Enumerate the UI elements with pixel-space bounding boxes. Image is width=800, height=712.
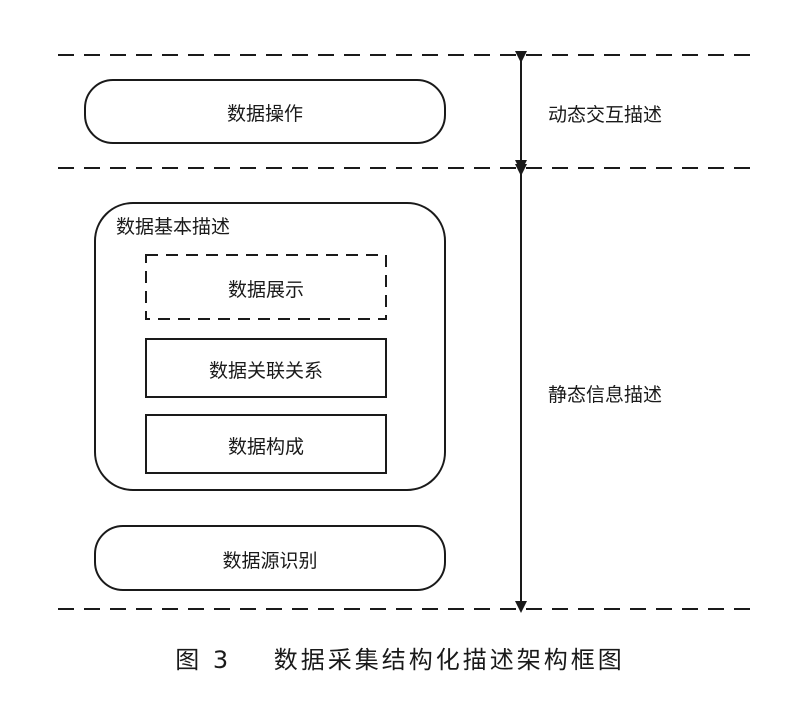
dynamic-interaction-description-label: 动态交互描述	[548, 104, 663, 126]
data-display-box	[145, 254, 387, 320]
data-operation-box	[84, 79, 446, 144]
data-source-identification-label: 数据源识别	[222, 550, 318, 572]
data-display-label: 数据展示	[227, 279, 304, 301]
data-relation-label: 数据关联关系	[208, 360, 323, 382]
data-basic-description-label: 数据基本描述	[116, 216, 231, 238]
data-source-identification-box	[94, 525, 446, 591]
figure-caption: 图 3 数据采集结构化描述架构框图	[0, 640, 800, 675]
data-composition-box	[145, 414, 387, 474]
figure-title: 数据采集结构化描述架构框图	[273, 646, 625, 674]
data-basic-description-group	[94, 202, 446, 491]
data-composition-label: 数据构成	[227, 436, 304, 458]
data-operation-label: 数据操作	[226, 103, 303, 125]
static-information-description-label: 静态信息描述	[548, 384, 663, 406]
data-relation-box	[145, 338, 387, 398]
figure-number: 图 3	[175, 646, 232, 674]
